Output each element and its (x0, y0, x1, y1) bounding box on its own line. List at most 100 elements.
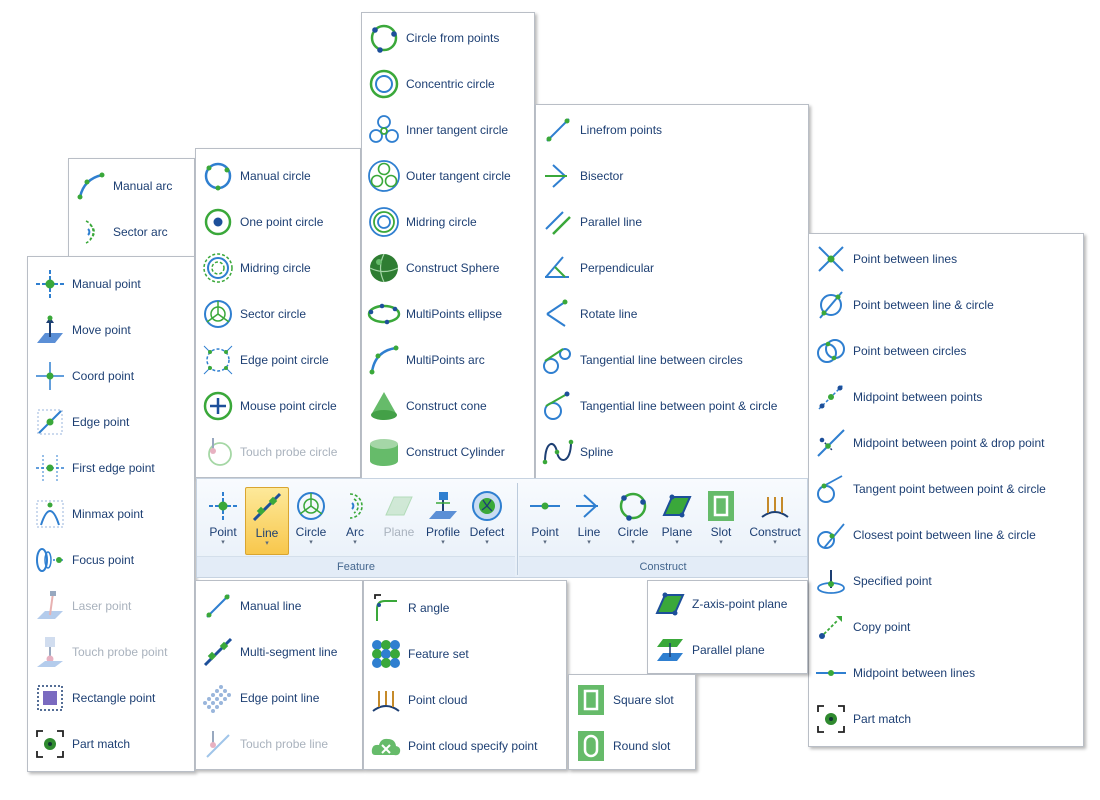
ribbon-button-construct-line[interactable]: Line ▾ (567, 487, 611, 555)
menu-item-square-slot[interactable]: Square slot (569, 677, 695, 723)
menu-item-laser-point[interactable]: Laser point (28, 583, 194, 629)
menu-item-z-axis-point-plane[interactable]: Z-axis-point plane (648, 581, 807, 627)
ribbon-button-feature-point[interactable]: Point ▾ (201, 487, 245, 555)
part-match-icon (33, 727, 67, 761)
menu-item-touch-probe-circle[interactable]: Touch probe circle (196, 429, 360, 475)
menu-item-rectangle-point[interactable]: Rectangle point (28, 675, 194, 721)
ribbon-button-construct-circle[interactable]: Circle ▾ (611, 487, 655, 555)
menu-item-label: Point cloud specify point (408, 739, 538, 753)
construct-line-menu: Linefrom points Bisector Parallel line P… (535, 104, 809, 480)
menu-item-concentric-circle[interactable]: Concentric circle (362, 61, 534, 107)
menu-item-inner-tangent-circle[interactable]: Inner tangent circle (362, 107, 534, 153)
menu-item-edge-point[interactable]: Edge point (28, 399, 194, 445)
menu-item-sector-circle[interactable]: Sector circle (196, 291, 360, 337)
menu-item-parallel-plane[interactable]: Parallel plane (648, 627, 807, 673)
menu-item-rotate-line[interactable]: Rotate line (536, 291, 808, 337)
menu-item-midpoint-between-lines[interactable]: Midpoint between lines (809, 650, 1083, 696)
menu-item-bisector[interactable]: Bisector (536, 153, 808, 199)
menu-item-edge-point-line[interactable]: Edge point line (196, 675, 362, 721)
menu-item-construct-cone[interactable]: Construct cone (362, 383, 534, 429)
menu-item-point-cloud-specify-point[interactable]: Point cloud specify point (364, 723, 566, 769)
menu-item-label: Manual point (72, 277, 141, 291)
ribbon-button-feature-defect[interactable]: Defect ▾ (465, 487, 509, 555)
dropdown-arrow-icon: ▾ (485, 539, 489, 546)
ribbon-button-feature-plane[interactable]: Plane (377, 487, 421, 555)
menu-item-label: Construct Cylinder (406, 445, 505, 459)
menu-item-one-point-circle[interactable]: One point circle (196, 199, 360, 245)
menu-item-circle-from-points[interactable]: Circle from points (362, 15, 534, 61)
focus-point-icon (33, 543, 67, 577)
menu-item-label: Round slot (613, 739, 671, 753)
menu-item-construct-sphere[interactable]: Construct Sphere (362, 245, 534, 291)
menu-item-midpoint-point-drop-point[interactable]: Midpoint between point & drop point (809, 420, 1083, 466)
menu-item-minmax-point[interactable]: Minmax point (28, 491, 194, 537)
menu-item-construct-part-match[interactable]: Part match (809, 696, 1083, 742)
ribbon-button-feature-line[interactable]: Line ▾ (245, 487, 289, 555)
menu-item-manual-circle[interactable]: Manual circle (196, 153, 360, 199)
dropdown-arrow-icon: ▾ (719, 539, 723, 546)
circle-from-points-icon (367, 21, 401, 55)
ribbon-button-label: Profile (425, 525, 460, 539)
ribbon-button-construct-construct[interactable]: Construct ▾ (747, 487, 803, 555)
menu-item-tangential-line-between-point-circle[interactable]: Tangential line between point & circle (536, 383, 808, 429)
menu-item-sector-arc[interactable]: Sector arc (69, 209, 194, 255)
menu-item-feature-set[interactable]: Feature set (364, 631, 566, 677)
menu-item-specified-point[interactable]: Specified point (809, 558, 1083, 604)
dropdown-arrow-icon: ▾ (675, 539, 679, 546)
point-cloud-icon (369, 683, 403, 717)
menu-item-focus-point[interactable]: Focus point (28, 537, 194, 583)
menu-item-construct-midring-circle[interactable]: Midring circle (362, 199, 534, 245)
menu-item-coord-point[interactable]: Coord point (28, 353, 194, 399)
ribbon-button-feature-circle[interactable]: Circle ▾ (289, 487, 333, 555)
menu-item-linefrom-points[interactable]: Linefrom points (536, 107, 808, 153)
menu-item-part-match[interactable]: Part match (28, 721, 194, 767)
menu-item-perpendicular[interactable]: Perpendicular (536, 245, 808, 291)
ribbon-button-construct-point[interactable]: Point ▾ (523, 487, 567, 555)
touch-probe-point-icon (33, 635, 67, 669)
menu-item-copy-point[interactable]: Copy point (809, 604, 1083, 650)
menu-item-point-cloud[interactable]: Point cloud (364, 677, 566, 723)
menu-item-manual-arc[interactable]: Manual arc (69, 163, 194, 209)
point-cloud-specify-icon (369, 729, 403, 763)
menu-item-midpoint-between-points[interactable]: Midpoint between points (809, 374, 1083, 420)
menu-item-first-edge-point[interactable]: First edge point (28, 445, 194, 491)
menu-item-point-between-lines[interactable]: Point between lines (809, 236, 1083, 282)
menu-item-touch-probe-point[interactable]: Touch probe point (28, 629, 194, 675)
ribbon-button-construct-plane[interactable]: Plane ▾ (655, 487, 699, 555)
menu-item-r-angle[interactable]: R angle (364, 585, 566, 631)
feature-set-icon (369, 637, 403, 671)
menu-item-mouse-point-circle[interactable]: Mouse point circle (196, 383, 360, 429)
menu-item-parallel-line[interactable]: Parallel line (536, 199, 808, 245)
menu-item-tangential-line-between-circles[interactable]: Tangential line between circles (536, 337, 808, 383)
menu-item-manual-line[interactable]: Manual line (196, 583, 362, 629)
menu-item-move-point[interactable]: Move point (28, 307, 194, 353)
copy-point-icon (814, 610, 848, 644)
menu-item-construct-cylinder[interactable]: Construct Cylinder (362, 429, 534, 475)
menu-item-label: Midring circle (406, 215, 477, 229)
menu-item-touch-probe-line[interactable]: Touch probe line (196, 721, 362, 767)
ribbon-button-construct-slot[interactable]: Slot ▾ (699, 487, 743, 555)
menu-item-multipoints-ellipse[interactable]: MultiPoints ellipse (362, 291, 534, 337)
ribbon-button-feature-profile[interactable]: Profile ▾ (421, 487, 465, 555)
menu-item-multipoints-arc[interactable]: MultiPoints arc (362, 337, 534, 383)
menu-item-multi-segment-line[interactable]: Multi-segment line (196, 629, 362, 675)
menu-item-closest-point-line-circle[interactable]: Closest point between line & circle (809, 512, 1083, 558)
ribbon-button-feature-arc[interactable]: Arc ▾ (333, 487, 377, 555)
menu-item-point-between-circles[interactable]: Point between circles (809, 328, 1083, 374)
menu-item-midring-circle[interactable]: Midring circle (196, 245, 360, 291)
minmax-point-icon (33, 497, 67, 531)
touch-probe-circle-icon (201, 435, 235, 469)
menu-item-label: Tangential line between point & circle (580, 399, 778, 413)
menu-item-tangent-point-point-circle[interactable]: Tangent point between point & circle (809, 466, 1083, 512)
slot-menu: Square slot Round slot (568, 674, 696, 770)
ribbon-button-label: Slot (710, 525, 732, 539)
menu-item-round-slot[interactable]: Round slot (569, 723, 695, 769)
menu-item-spline[interactable]: Spline (536, 429, 808, 475)
menu-item-label: Edge point line (240, 691, 320, 705)
menu-item-point-between-line-circle[interactable]: Point between line & circle (809, 282, 1083, 328)
menu-item-manual-point[interactable]: Manual point (28, 261, 194, 307)
slot-icon (704, 489, 738, 523)
menu-item-edge-point-circle[interactable]: Edge point circle (196, 337, 360, 383)
defect-icon (470, 489, 504, 523)
menu-item-outer-tangent-circle[interactable]: Outer tangent circle (362, 153, 534, 199)
